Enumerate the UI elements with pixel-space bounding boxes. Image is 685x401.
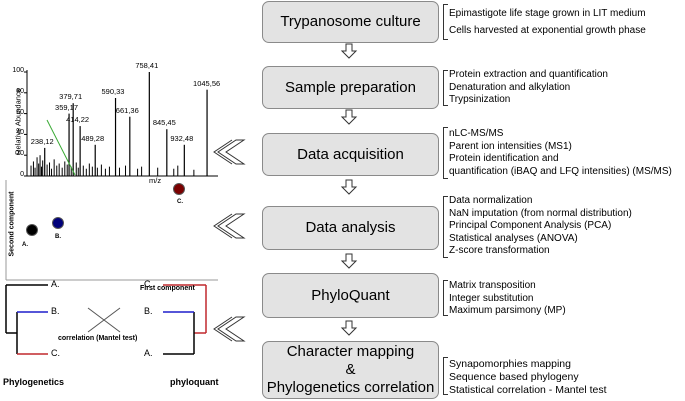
bracket-3	[443, 127, 448, 179]
desc-phyloquant: Matrix transposition Integer substitutio…	[449, 280, 566, 318]
trees	[5, 284, 207, 355]
highlight-line	[46, 119, 76, 176]
desc-line: Protein identification and	[449, 153, 559, 165]
pca-point-label: A.	[22, 242, 28, 248]
step-label-line1: Character mapping	[286, 343, 415, 360]
pca-point-label: C.	[177, 199, 183, 205]
desc-line: nLC-MS/MS	[449, 128, 504, 139]
bracket-6	[443, 357, 448, 395]
step-character-mapping: Character mapping & Phylogenetics correl…	[262, 341, 439, 399]
right-leaf-label: C.	[144, 279, 153, 289]
desc-line: Matrix transposition	[449, 280, 536, 291]
desc-line: Parent ion intensities (MS1)	[449, 140, 572, 152]
down-arrow-4	[340, 253, 358, 269]
ytick-label: 20	[16, 150, 24, 158]
peak-label: 379,71	[59, 92, 83, 102]
desc-line: quantification (iBAQ and LFQ intensities…	[449, 165, 672, 177]
spectrum-xlabel: m/z	[149, 176, 162, 185]
step-data-acquisition: Data acquisition	[262, 133, 439, 176]
step-label-line2: &	[345, 361, 356, 378]
desc-line: Trypsinization	[449, 94, 511, 106]
step-data-analysis: Data analysis	[262, 206, 439, 250]
pca-axes	[5, 180, 218, 281]
bracket-4	[443, 196, 448, 258]
pca-point-2	[173, 183, 185, 195]
desc-line: Integer substitution	[449, 292, 534, 304]
mantel-label: correlation (Mantel test)	[58, 335, 138, 342]
right-leaf-label: A.	[144, 348, 153, 358]
peak-label: 1045,56	[193, 78, 221, 88]
left-chevron-1	[213, 139, 246, 165]
desc-line: Z-score transformation	[449, 245, 550, 257]
desc-acquisition: nLC-MS/MS Parent ion intensities (MS1) P…	[449, 128, 672, 178]
desc-line: Statistical correlation - Mantel test	[449, 384, 607, 396]
step-label: Data acquisition	[297, 145, 404, 163]
phylogenetics-title: Phylogenetics	[3, 377, 65, 387]
left-leaf-label: B.	[51, 306, 60, 316]
desc-analysis: Data normalization NaN imputation (from …	[449, 195, 632, 258]
spectrum-ylabel: Relative Abundance	[13, 88, 23, 155]
desc-line: Denaturation and alkylation	[449, 81, 571, 93]
step-label: Trypanosome culture	[280, 13, 421, 30]
peak-label: 590,33	[101, 87, 125, 96]
pca-point-0	[26, 224, 38, 236]
step-label: PhyloQuant	[311, 286, 390, 304]
ytick-label: 80	[16, 87, 24, 95]
peak-label: 758,41	[135, 61, 159, 70]
desc-line: Data normalization	[449, 195, 533, 206]
step-label-line3: Phylogenetics correlation	[266, 379, 435, 396]
pca-point-1	[52, 217, 64, 229]
step-label: Sample preparation	[285, 78, 416, 96]
desc-mapping: Synapomorphies mapping Sequence based ph…	[449, 358, 607, 397]
pca-xlabel: First component	[140, 285, 195, 292]
step-sample-preparation: Sample preparation	[262, 66, 439, 109]
down-arrow-3	[340, 179, 358, 195]
pca-points	[26, 183, 185, 236]
left-chevron-2	[213, 213, 246, 239]
ytick-label: 0	[20, 171, 24, 178]
left-leaf-label: C.	[51, 348, 60, 358]
step-phyloquant: PhyloQuant	[262, 273, 439, 318]
pca-point-label: B.	[55, 234, 61, 240]
desc-line: Synapomorphies mapping	[449, 358, 571, 370]
tree-branch	[87, 307, 121, 333]
desc-line: Sequence based phylogeny	[449, 371, 579, 383]
ytick-label: 40	[16, 129, 24, 137]
desc-line: NaN imputation (from normal distribution…	[449, 207, 632, 219]
peak-label: 845,45	[152, 118, 176, 128]
down-arrow-5	[340, 320, 358, 336]
peak-label: 932,48	[170, 133, 194, 143]
peak-label: 414,22	[66, 115, 90, 125]
left-chevron-3	[213, 316, 246, 342]
step-label: Data analysis	[305, 219, 396, 236]
right-leaf-label: B.	[144, 306, 153, 316]
step-trypanosome-culture: Trypanosome culture	[262, 1, 439, 43]
desc-line: Statistical analyses (ANOVA)	[449, 232, 578, 244]
desc-culture: Epimastigote life stage grown in LIT med…	[449, 5, 646, 39]
down-arrow-1	[340, 43, 358, 59]
peak-label: 661,36	[115, 105, 139, 115]
ytick-label: 60	[16, 108, 24, 116]
phyloquant-title: phyloquant	[170, 377, 219, 387]
bracket-5	[443, 280, 448, 316]
pca-ylabel: Second component	[8, 191, 16, 257]
desc-line: Principal Component Analysis (PCA)	[449, 220, 612, 232]
desc-line: Maximum parsimony (MP)	[449, 305, 566, 317]
peak-label: 238,12	[30, 136, 54, 146]
desc-line: Cells harvested at exponential growth ph…	[449, 25, 646, 36]
spectrum-axes	[26, 70, 218, 177]
ytick-label: 100	[12, 67, 24, 74]
bracket-2	[443, 70, 448, 106]
bracket-1	[443, 4, 448, 40]
desc-line: Epimastigote life stage grown in LIT med…	[449, 8, 646, 19]
peak-label: 359,17	[55, 102, 78, 112]
down-arrow-2	[340, 109, 358, 125]
desc-sample: Protein extraction and quantification De…	[449, 69, 608, 107]
peak-label: 489,28	[81, 133, 105, 143]
left-leaf-label: A.	[51, 279, 60, 289]
desc-line: Protein extraction and quantification	[449, 69, 608, 80]
